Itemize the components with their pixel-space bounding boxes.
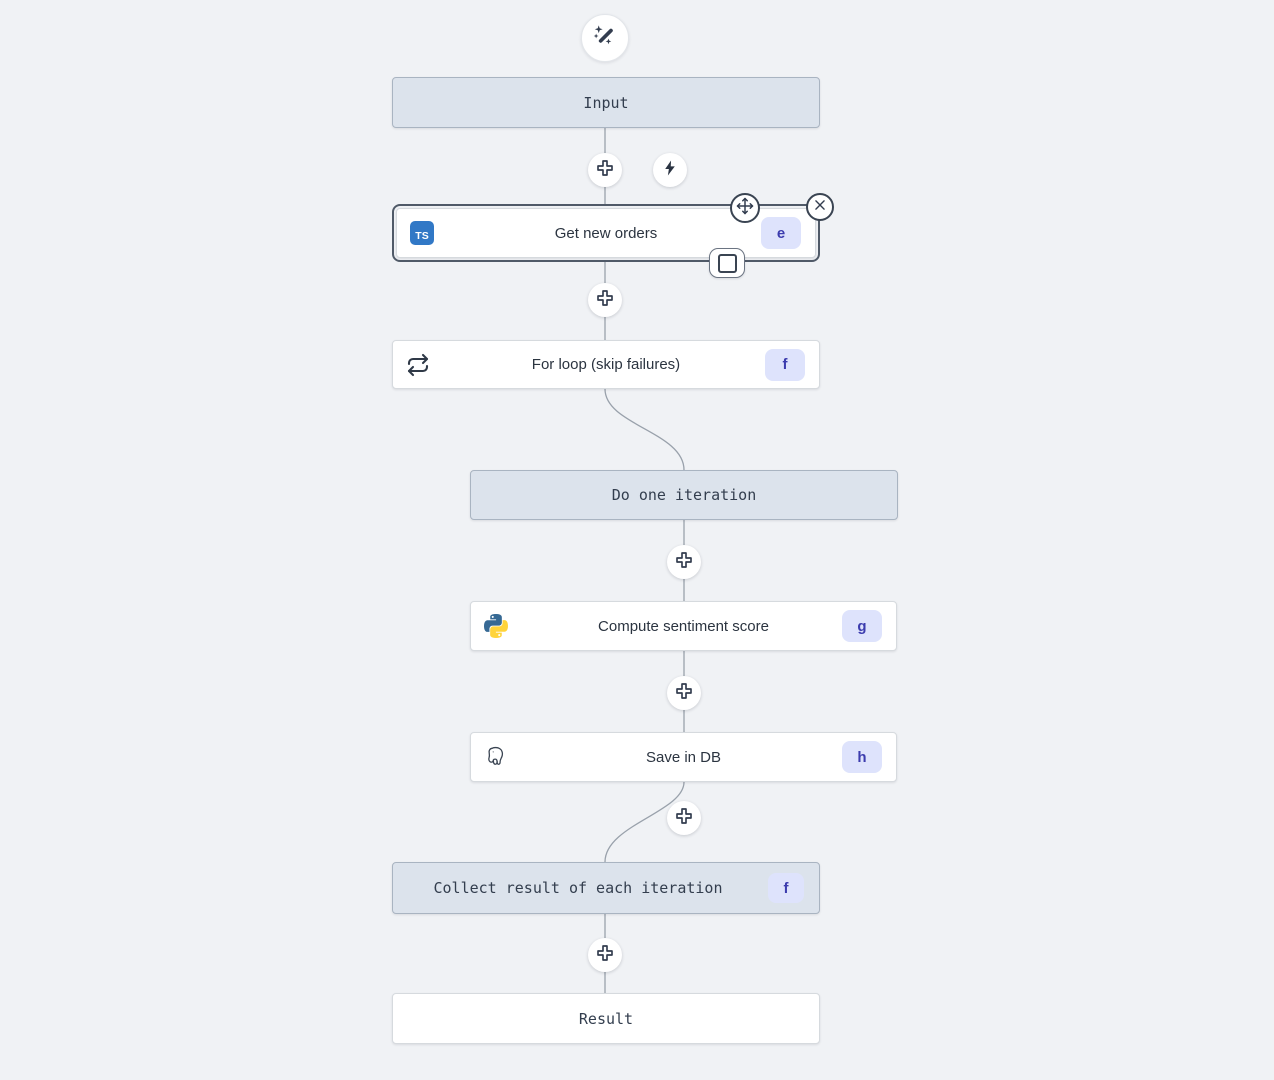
plus-icon: [674, 806, 694, 831]
plus-icon: [595, 943, 615, 968]
close-icon: [813, 198, 827, 217]
node-id-badge: f: [765, 348, 805, 381]
trigger-button[interactable]: [653, 153, 687, 187]
node-id-badge: g: [842, 610, 882, 642]
node-label: For loop (skip failures): [531, 356, 681, 373]
flow-node-input[interactable]: Input: [392, 77, 820, 128]
flow-node-save-in-db[interactable]: Save in DB h: [470, 732, 897, 782]
node-id-badge: e: [761, 217, 801, 249]
typescript-icon-text: TS: [410, 221, 434, 245]
flow-node-collect-result[interactable]: Collect result of each iteration f: [392, 862, 820, 914]
move-icon: [736, 197, 754, 220]
insert-step-button[interactable]: [667, 545, 701, 579]
stop-button[interactable]: [709, 248, 745, 278]
flow-node-for-loop[interactable]: For loop (skip failures) f: [392, 340, 820, 389]
repeat-icon: [405, 352, 431, 378]
node-id-badge: f: [768, 873, 804, 903]
insert-step-button[interactable]: [667, 801, 701, 835]
node-label: Result: [578, 1009, 634, 1028]
move-node-button[interactable]: [730, 193, 760, 223]
node-label: Input: [583, 93, 629, 112]
node-label: Do one iteration: [611, 486, 757, 504]
plus-icon: [674, 550, 694, 575]
square-icon: [717, 253, 737, 273]
ai-flow-builder-button[interactable]: [581, 14, 629, 62]
plus-icon: [674, 681, 694, 706]
insert-step-button[interactable]: [588, 283, 622, 317]
delete-node-button[interactable]: [806, 193, 834, 221]
plus-icon: [595, 158, 615, 183]
insert-step-button[interactable]: [588, 938, 622, 972]
typescript-icon: TS: [409, 220, 435, 246]
lightning-icon: [661, 159, 679, 182]
plus-icon: [595, 288, 615, 313]
python-icon: [483, 613, 509, 639]
node-label: Compute sentiment score: [598, 617, 769, 635]
insert-step-button[interactable]: [667, 676, 701, 710]
postgresql-icon: [483, 744, 509, 770]
node-label: Save in DB: [645, 748, 722, 766]
insert-step-button[interactable]: [588, 153, 622, 187]
flow-node-compute-sentiment-score[interactable]: Compute sentiment score g: [470, 601, 897, 651]
magic-wand-icon: [592, 23, 618, 54]
flow-node-do-one-iteration[interactable]: Do one iteration: [470, 470, 898, 520]
node-id-badge: h: [842, 741, 882, 773]
node-label: Collect result of each iteration: [433, 879, 723, 897]
flow-node-result[interactable]: Result: [392, 993, 820, 1044]
